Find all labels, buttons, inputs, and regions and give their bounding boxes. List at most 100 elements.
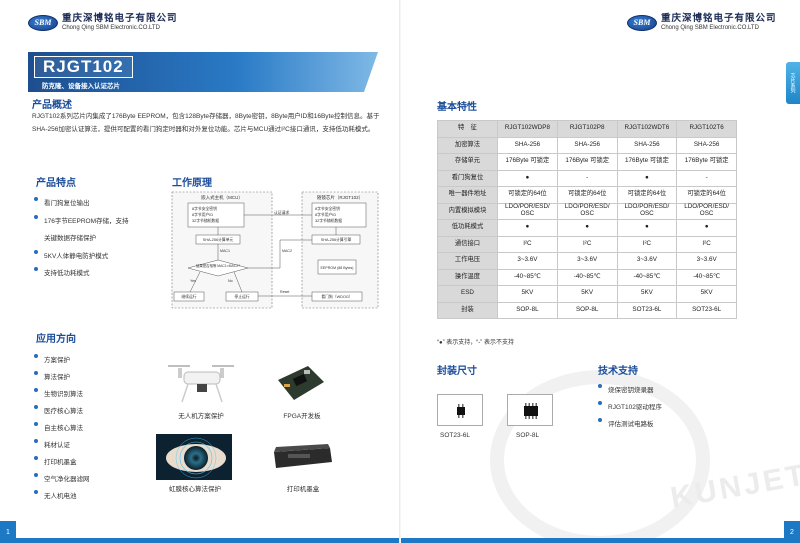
table-cell: 3~3.6V: [497, 252, 558, 270]
side-tab: 芯片系列: [786, 62, 800, 104]
specs-heading: 基本特性: [437, 102, 477, 113]
table-cell: LDO/POR/ESD/ OSC: [556, 202, 618, 220]
table-cell: 3~3.6V: [556, 252, 618, 270]
fpga-caption: FPGA开发板: [283, 413, 321, 420]
chip-data-line: 32字节随机数据: [315, 218, 342, 223]
product-subtitle: 防克隆、设备接入认证芯片: [42, 83, 120, 90]
table-cell: 176Byte 可锁定: [556, 153, 618, 171]
footer-bar-right: [401, 538, 784, 543]
mcu-sha-label: SHA-256计算单元: [203, 237, 234, 242]
table-row: 唯一器件地址可锁定的64位可锁定的64位可锁定的64位可锁定的64位: [437, 186, 737, 204]
company-logo: SBM: [28, 14, 58, 31]
table-cell: SHA-256: [616, 136, 678, 154]
list-item: 医疗核心算法: [34, 403, 90, 420]
table-row: 低功耗模式●●●●: [437, 219, 737, 237]
table-cell: I²C: [676, 235, 737, 253]
applications-list: 方案保护 算法保护 生物识别算法 医疗核心算法 自主核心算法 耗材认证 打印机墨…: [34, 352, 90, 505]
column-header: RJGT102WDP8: [497, 120, 558, 138]
table-cell: LDO/POR/ESD/ OSC: [497, 202, 558, 220]
table-cell: 可锁定的64位: [556, 186, 618, 204]
cartridge-image: [270, 440, 336, 476]
table-row: 看门狗复位●-●-: [437, 169, 737, 187]
list-item: 176字节EEPROM存储，支持: [34, 213, 129, 231]
company-name-en: Chong Qing SBM Electronic.CO.LTD: [62, 24, 160, 31]
table-header-row: 特 征 RJGT102WDP8 RJGT102P8 RJGT102WDT6 RJ…: [437, 120, 737, 138]
table-cell: ●: [616, 169, 678, 187]
table-cell: ●: [616, 219, 678, 237]
table-cell: ●: [676, 219, 737, 237]
connector: [189, 271, 201, 293]
company-name-block: 重庆深博铭电子有限公司 Chong Qing SBM Electronic.CO…: [62, 13, 178, 32]
watchdog-box: [311, 291, 363, 302]
table-cell: LDO/POR/ESD/ OSC: [616, 202, 678, 220]
table-cell: I²C: [616, 235, 678, 253]
list-item: 算法保护: [34, 369, 90, 386]
list-item: 支持低功耗模式: [34, 265, 129, 283]
list-item: 5KV人体静电防护模式: [34, 248, 129, 266]
company-logo: SBM: [627, 14, 657, 31]
table-cell: 3~3.6V: [616, 252, 678, 270]
list-item: 烧保密钥烧录器: [598, 382, 662, 399]
overview-text: RJGT102系列芯片内集成了176Byte EEPROM，包含128Byte存…: [32, 113, 380, 133]
mcu-data-line: 8字节安全密钥: [192, 206, 217, 211]
mac1-label: MAC1: [220, 249, 230, 253]
list-item: 空气净化器滤网: [34, 471, 90, 488]
header-left: SBM 重庆深博铭电子有限公司 Chong Qing SBM Electroni…: [28, 13, 178, 32]
sot23-package-image: [437, 394, 483, 426]
table-cell: -: [556, 169, 618, 187]
table-cell: ●: [497, 169, 558, 187]
column-header: RJGT102T6: [676, 120, 737, 138]
eeprom-box: [317, 259, 357, 275]
list-item: 关键数据存储保护: [44, 235, 96, 242]
list-item: 看门狗复位输出: [34, 195, 129, 213]
row-label: ESD: [437, 285, 498, 303]
table-cell: 5KV: [556, 285, 618, 303]
mcu-data-line: 32字节随机数据: [192, 218, 219, 223]
fpga-image: [274, 362, 326, 404]
table-cell: -40~85℃: [556, 268, 618, 286]
table-cell: 5KV: [497, 285, 558, 303]
watchdog-label: 看门狗（WDOG）: [321, 294, 352, 299]
row-label: 封装: [437, 301, 498, 319]
list-item: 打印机墨盒: [34, 454, 90, 471]
mcu-data-line: 8字节用户ID: [192, 212, 213, 217]
table-row: 操作温度-40~85℃-40~85℃-40~85℃-40~85℃: [437, 268, 737, 286]
chip-data-line: 8字节用户ID: [315, 212, 336, 217]
table-cell: 可锁定的64位: [616, 186, 678, 204]
product-title: RJGT102: [34, 56, 133, 78]
table-cell: 176Byte 可锁定: [616, 153, 678, 171]
features-heading: 产品特点: [36, 178, 76, 189]
row-label: 操作温度: [437, 268, 498, 286]
overview-heading: 产品概述: [32, 100, 72, 111]
table-cell: LDO/POR/ESD/ OSC: [676, 202, 737, 220]
table-cell: I²C: [556, 235, 618, 253]
row-label: 通信接口: [437, 235, 498, 253]
header-right: SBM 重庆深博铭电子有限公司 Chong Qing SBM Electroni…: [627, 13, 777, 32]
row-label: 内置模拟模块: [437, 202, 498, 220]
table-cell: 3~3.6V: [676, 252, 737, 270]
iris-image: [156, 434, 232, 480]
iris-caption: 虹膜核心算法保护: [169, 486, 221, 493]
table-cell: SHA-256: [676, 136, 737, 154]
table-cell: ●: [556, 219, 618, 237]
row-label: 看门狗复位: [437, 169, 498, 187]
specs-table: 特 征 RJGT102WDP8 RJGT102P8 RJGT102WDT6 RJ…: [437, 120, 737, 319]
table-cell: SOP-8L: [556, 301, 618, 319]
list-item: 自主核心算法: [34, 420, 90, 437]
mac2-label: MAC2: [282, 249, 292, 253]
table-cell: 5KV: [676, 285, 737, 303]
column-header: 特 征: [437, 120, 498, 138]
row-label: 工作电压: [437, 252, 498, 270]
reset-label: Reset: [280, 290, 289, 294]
sop8-caption: SOP-8L: [516, 432, 540, 439]
cartridge-caption: 打印机墨盒: [286, 486, 320, 493]
work-principle-diagram: 嵌入式主机（MCU） 随镜芯片（RJGT102） 8字节安全密钥 8字节用户ID…: [171, 191, 379, 309]
column-header: RJGT102WDT6: [616, 120, 678, 138]
applications-heading: 应用方向: [36, 334, 76, 345]
connector: [248, 239, 312, 269]
